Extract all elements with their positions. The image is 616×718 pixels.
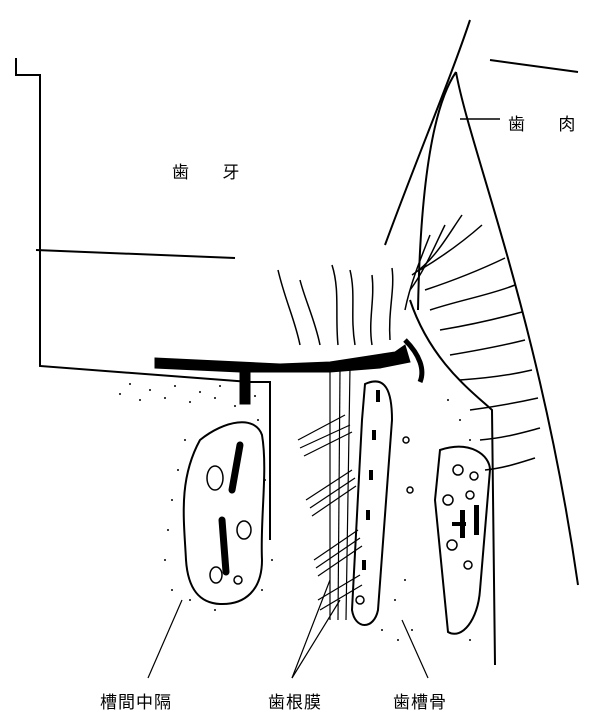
interdental-septum-label: 槽間中隔 bbox=[100, 688, 172, 713]
gingiva-label: 歯 肉 bbox=[508, 110, 589, 135]
label-leaders bbox=[148, 580, 428, 678]
periodontal-ligament-label: 歯根膜 bbox=[268, 688, 322, 713]
alveolar-bone-label: 歯槽骨 bbox=[393, 688, 447, 713]
stippling bbox=[119, 383, 481, 641]
alveolar-bone bbox=[352, 381, 490, 633]
interdental-septum bbox=[184, 422, 265, 604]
periodontal-fibers bbox=[298, 368, 362, 620]
tooth-label: 歯 牙 bbox=[172, 158, 253, 183]
